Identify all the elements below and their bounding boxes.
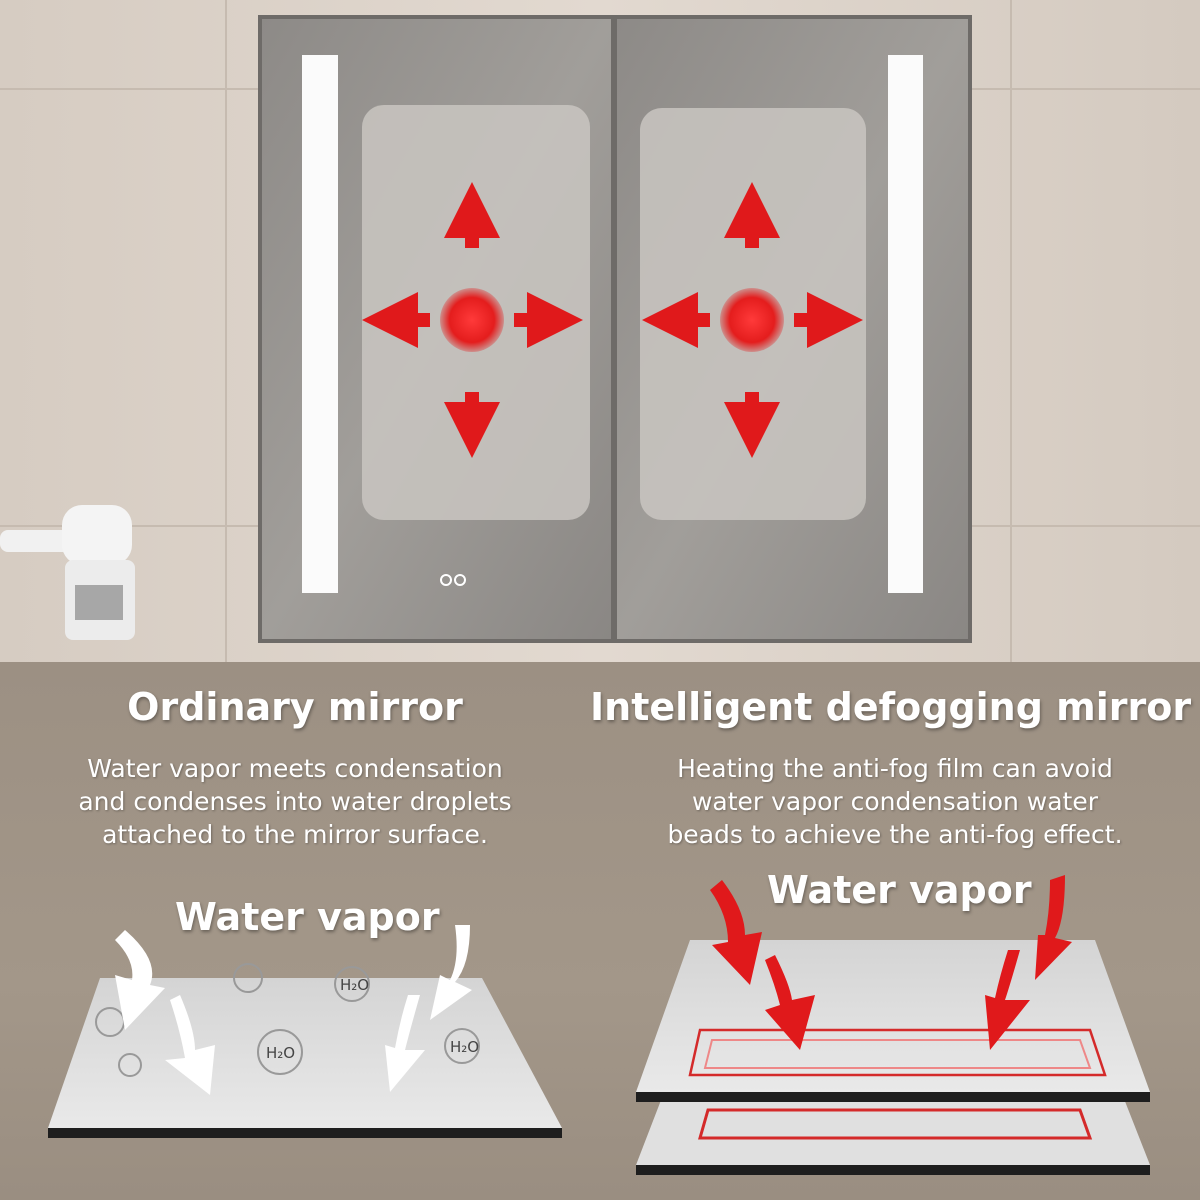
water-vapor-label: Water vapor xyxy=(175,895,440,939)
ordinary-mirror-title: Ordinary mirror xyxy=(127,685,463,729)
heat-diagram-right xyxy=(642,182,863,458)
description-line: Water vapor meets condensation xyxy=(87,754,503,783)
ordinary-mirror-plate: H₂O H₂O H₂O xyxy=(48,925,562,1138)
description-line: beads to achieve the anti-fog effect. xyxy=(667,820,1123,849)
hair-dryer xyxy=(0,505,135,640)
heating-film xyxy=(703,1039,1092,1069)
water-droplets xyxy=(95,963,480,1077)
droplet-label: H₂O xyxy=(340,976,369,994)
mirror-cabinet xyxy=(258,15,972,643)
tile-joint xyxy=(225,0,227,662)
touch-button xyxy=(440,574,452,586)
description-line: attached to the mirror surface. xyxy=(102,820,488,849)
droplet-label: H₂O xyxy=(450,1038,479,1056)
defogging-mirror-plates xyxy=(636,875,1150,1175)
ordinary-mirror-description: Water vapor meets condensation and conde… xyxy=(40,752,550,851)
heating-film xyxy=(698,1108,1093,1140)
heat-source-circle xyxy=(720,288,784,352)
description-line: and condenses into water droplets xyxy=(78,787,512,816)
description-line: Heating the anti-fog film can avoid xyxy=(677,754,1113,783)
defogging-mirror-description: Heating the anti-fog film can avoid wate… xyxy=(630,752,1160,851)
tile-joint xyxy=(1010,0,1012,662)
water-vapor-label: Water vapor xyxy=(767,868,1032,912)
heat-diagram-left xyxy=(362,182,583,458)
heating-film xyxy=(688,1028,1107,1077)
vapor-arrows-red xyxy=(710,875,1072,1050)
heat-source-circle xyxy=(440,288,504,352)
droplet-label: H₂O xyxy=(266,1044,295,1062)
vapor-arrows xyxy=(115,925,472,1095)
led-strip-left xyxy=(302,55,338,593)
led-strip-right xyxy=(888,55,923,593)
defogging-mirror-title: Intelligent defogging mirror xyxy=(590,685,1192,729)
touch-button xyxy=(454,574,466,586)
description-line: water vapor condensation water xyxy=(691,787,1099,816)
